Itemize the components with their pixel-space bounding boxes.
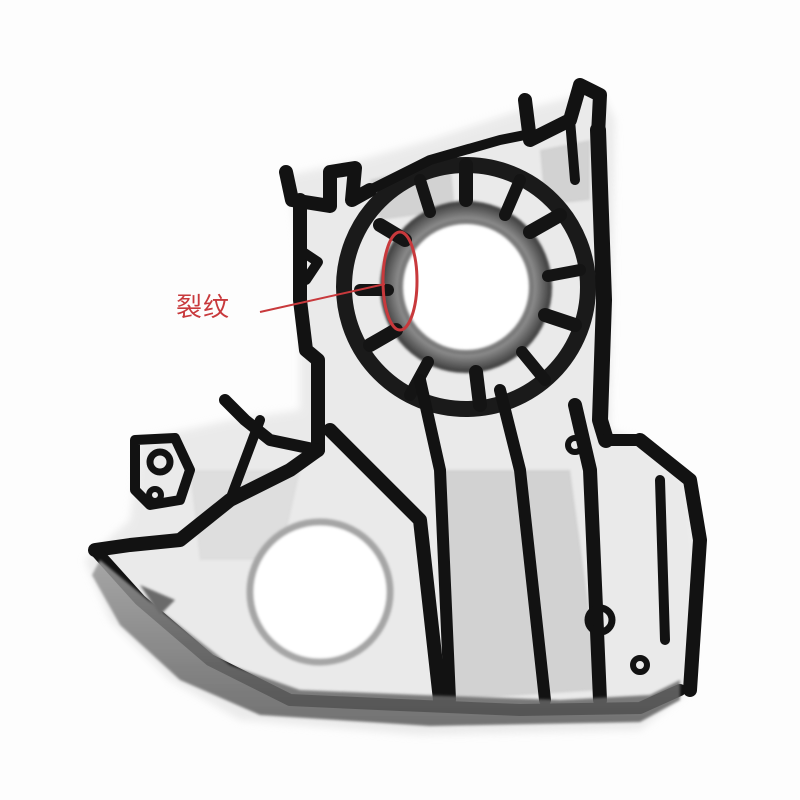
- lower-bore-ring: [246, 518, 394, 666]
- bottom-flange: [92, 560, 680, 726]
- crack-leader-line: [259, 283, 386, 313]
- crack-label: 裂纹: [176, 293, 231, 323]
- crack-marker-ellipse: [381, 230, 419, 332]
- main-bore-ring: [336, 157, 596, 417]
- crack-annotation: [259, 230, 419, 332]
